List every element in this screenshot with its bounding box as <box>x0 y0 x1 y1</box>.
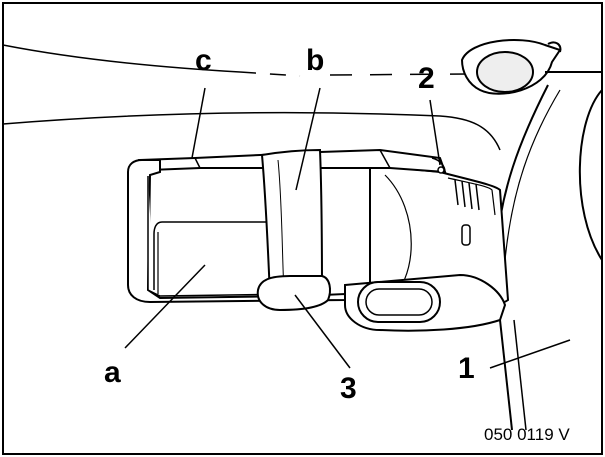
label-1: 1 <box>458 352 475 385</box>
figure-code: 050 0119 V <box>484 425 570 444</box>
device-body <box>369 163 510 314</box>
label-3: 3 <box>340 372 357 405</box>
label-c: c <box>195 44 212 77</box>
strap-b <box>260 148 324 298</box>
label-b: b <box>306 44 324 77</box>
rear-view-mirror-edge <box>578 89 603 261</box>
cassette-holder <box>127 148 447 304</box>
release-tab-3 <box>256 275 331 312</box>
mirror-arm-line-2 <box>513 319 527 431</box>
mount-cable-edge <box>504 89 561 261</box>
leader-lines <box>124 87 571 369</box>
windshield-lines <box>2 44 501 151</box>
mirror-arm-line <box>499 319 513 431</box>
connector-housing <box>344 273 507 332</box>
mirror-mount <box>460 39 602 95</box>
label-a: a <box>104 356 121 389</box>
label-2: 2 <box>418 62 435 95</box>
